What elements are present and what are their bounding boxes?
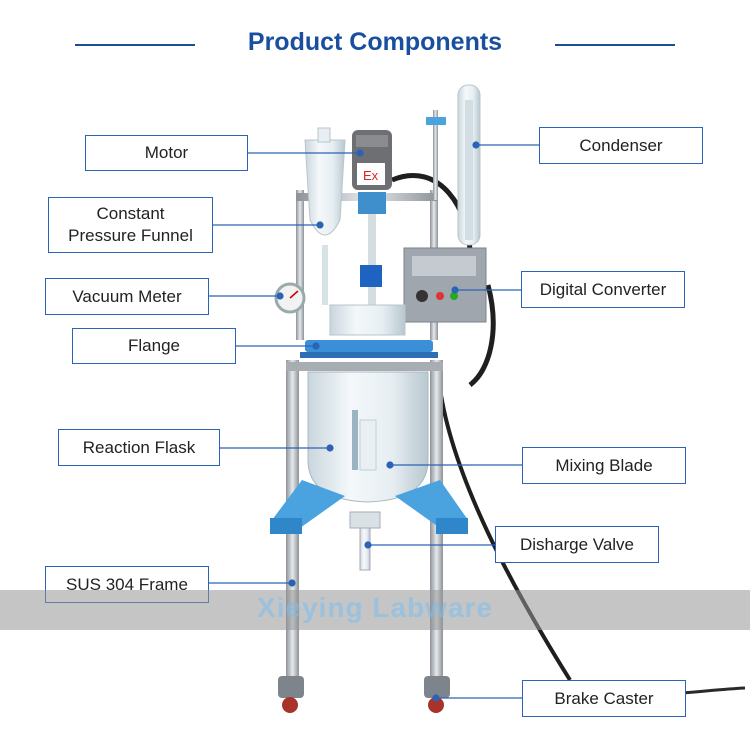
frame-crossbar-mid — [286, 362, 443, 371]
title-rule-left — [75, 44, 195, 46]
discharge-valve — [349, 511, 381, 529]
hose — [468, 284, 496, 387]
label-blade: Mixing Blade — [522, 447, 686, 484]
motor-coupling — [358, 192, 386, 214]
label-flange: Flange — [72, 328, 236, 364]
label-valve: Disharge Valve — [495, 526, 659, 563]
ex-plate — [357, 163, 385, 185]
watermark: Xieying Labware — [257, 592, 493, 623]
hose — [436, 369, 572, 682]
label-condenser: Condenser — [539, 127, 703, 164]
label-motor: Motor — [85, 135, 248, 171]
frame-post-left-upper — [296, 190, 304, 340]
condenser-post — [433, 110, 438, 200]
flange-ring — [305, 340, 433, 352]
page-title: Product Components — [247, 28, 503, 56]
label-flask: Reaction Flask — [58, 429, 220, 466]
stir-seal — [360, 265, 382, 287]
caster-left — [278, 676, 304, 698]
label-vacuum: Vacuum Meter — [45, 278, 209, 315]
watermark-band — [0, 590, 750, 630]
title-rule-right — [555, 44, 675, 46]
label-funnel: Constant Pressure Funnel — [48, 197, 213, 253]
flask-lid — [329, 304, 406, 336]
mixing-blade — [359, 419, 377, 471]
label-caster: Brake Caster — [522, 680, 686, 717]
funnel-body — [304, 139, 346, 236]
caster-right — [424, 676, 450, 698]
support-tray — [272, 480, 345, 528]
condenser-clamp — [426, 117, 446, 125]
ex-mark: Ex — [363, 168, 379, 183]
label-converter: Digital Converter — [521, 271, 685, 308]
